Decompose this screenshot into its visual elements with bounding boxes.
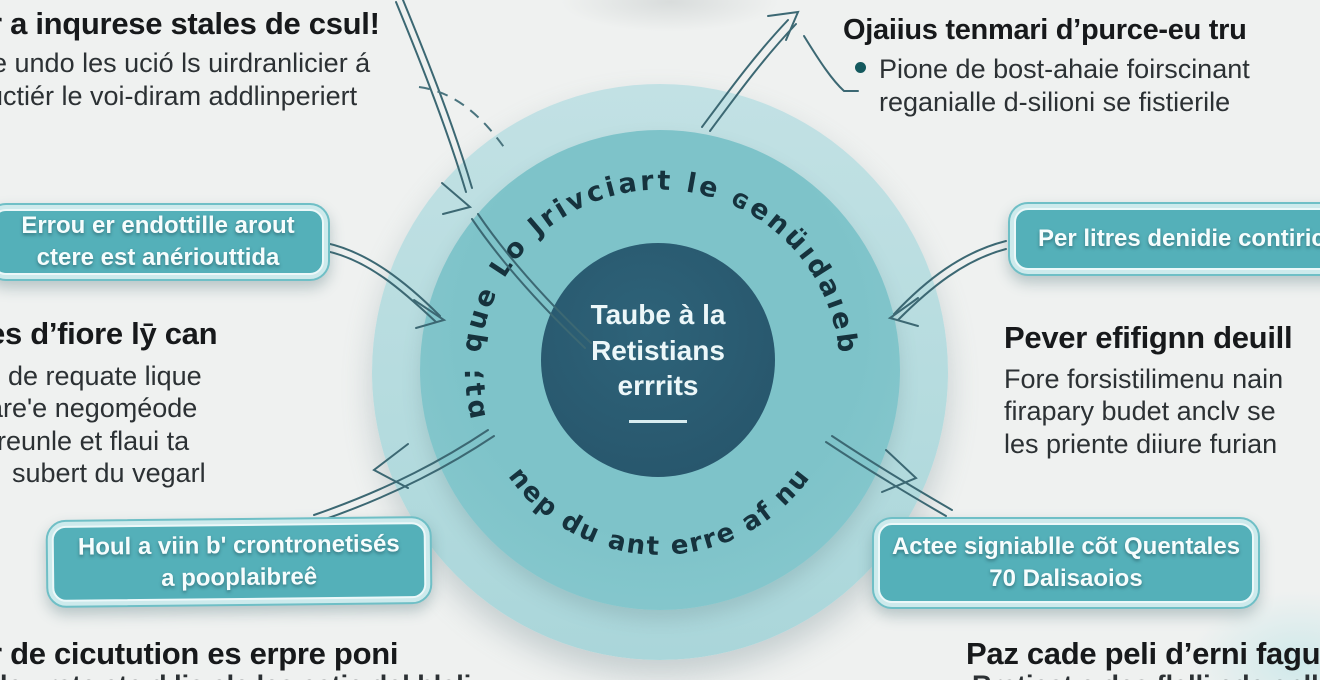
mid-right-line-2: firapary budet anclv se	[1004, 396, 1276, 427]
center-line-1: Taube à la	[590, 299, 726, 331]
top-left-line-2: uctiér le voi-diram addlinperiert	[0, 80, 358, 111]
label-box-bottom-right-line-1: Actee signiablle cõt Quentales	[891, 533, 1241, 561]
mid-left-heading: es d’fiore lȳ can	[0, 316, 218, 351]
bottom-right-heading: Paz cade peli d’erni fagu	[966, 636, 1320, 671]
arrow-left-box	[325, 242, 447, 329]
label-box-bottom-left-line-1: Houl a viin b' crontronetisés	[77, 530, 400, 562]
label-box-bottom-right: Actee signiablle cõt Quentales 70 Dalisa…	[872, 517, 1260, 609]
mid-right-heading: Pever efifignn deuill	[1004, 320, 1293, 355]
label-box-right: Per litres denidie contiricac	[1008, 202, 1320, 276]
text-block-top-right: Ojaiius tenmari d’purce-eu tru Pione de …	[843, 14, 1250, 119]
text-block-bottom-right: Paz cade peli d’erni fagu	[966, 636, 1320, 672]
arrow-right-box	[887, 240, 1007, 327]
top-left-heading: r a inqurese stales de csul!	[0, 6, 380, 41]
top-right-bullet-line-2: reganialle d-silioni se fistierile	[879, 86, 1231, 117]
label-box-left-line-2: ctere est anériouttida	[36, 244, 280, 271]
label-box-left-line-1: Errou er endottille arout	[21, 212, 295, 240]
label-box-bottom-left-line-2: a pooplaibreê	[160, 563, 318, 592]
arrow-top-left-dashed	[418, 86, 507, 151]
arrow-top-left	[395, 0, 592, 349]
top-left-line-1: e undo les ució ls uirdranlicier á	[0, 48, 371, 78]
text-block-mid-left: es d’fiore lȳ can de requate lique are'e…	[0, 316, 218, 490]
mid-right-line-1: Fore forsistilimenu nain	[1004, 364, 1284, 394]
center-divider	[629, 419, 687, 423]
top-right-heading: Ojaiius tenmari d’purce-eu tru	[843, 14, 1247, 46]
arrow-bottom-right	[825, 435, 953, 517]
text-block-bottom-left: r de cicutution es erpre poni	[0, 636, 398, 672]
arc-text-top: ɒʇ; que Lo Jrivciart le ɢenüıdaıeb	[456, 165, 864, 422]
top-right-bullet-line-1: Pione de bost-ahaie foirscinant	[879, 54, 1250, 84]
mid-left-line-4: subert du vegarl	[12, 458, 206, 489]
top-right-bullet-row: Pione de bost-ahaie foirscinant reganial…	[843, 53, 1250, 119]
center-circle: Taube à la Retistians errrits	[541, 243, 775, 477]
label-box-right-line-1: Per litres denidie contiricac	[1038, 225, 1320, 253]
center-line-3: errrits	[617, 370, 699, 402]
mid-left-line-3: preunle et flaui ta	[0, 425, 190, 456]
mid-left-line-1: de requate lique	[8, 361, 202, 391]
bottom-right-partial-line: Rratiest e des flalli ede enll	[972, 670, 1319, 680]
arrow-bottom-left	[313, 429, 495, 522]
bullet-icon	[855, 62, 866, 73]
center-line-2: Retistians	[591, 334, 725, 366]
label-box-bottom-right-line-2: 70 Dalisaoios	[989, 565, 1143, 592]
bottom-left-partial-line: le urste ete d lis ele les estie del bla…	[0, 670, 471, 680]
mid-left-line-2: are'e negoɱéode	[0, 393, 198, 424]
label-box-left: Errou er endottille arout ctere est anér…	[0, 203, 330, 281]
text-block-top-left: r a inqurese stales de csul! e undo les …	[0, 6, 380, 113]
bottom-left-heading: r de cicutution es erpre poni	[0, 636, 399, 671]
label-box-bottom-left: Houl a viin b' crontronetisés a pooplaib…	[45, 515, 433, 609]
mid-right-line-3: les priente diiure furian	[1004, 428, 1278, 459]
text-block-mid-right: Pever efifignn deuill Fore forsistilimen…	[1004, 320, 1293, 460]
arrow-top-right	[701, 10, 859, 132]
